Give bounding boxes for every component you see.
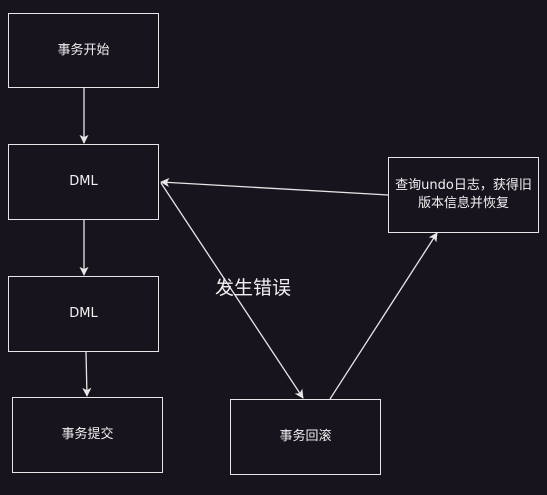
node-transaction-commit[interactable]: 事务提交 [12, 397, 163, 473]
node-transaction-rollback[interactable]: 事务回滚 [230, 399, 381, 475]
node-query-undo-log-label: 查询undo日志，获得旧版本信息并恢复 [395, 178, 532, 211]
node-dml-1-label: DML [69, 174, 98, 189]
edge-undo-to-dml1 [160, 177, 389, 196]
node-dml-2[interactable]: DML [8, 276, 159, 352]
edge-dml2-to-commit [82, 351, 92, 397]
edge-rollback-to-undo [329, 232, 438, 400]
edge-dml1-to-rollback [160, 182, 304, 399]
node-transaction-start-label: 事务开始 [57, 42, 110, 58]
node-transaction-rollback-label: 事务回滚 [279, 429, 332, 444]
node-dml-2-label: DML [69, 306, 98, 321]
node-dml-1[interactable]: DML [8, 144, 159, 220]
edge-label-error: 发生错误 [215, 277, 292, 299]
node-transaction-start[interactable]: 事务开始 [8, 13, 159, 88]
node-transaction-commit-label: 事务提交 [61, 427, 114, 442]
node-query-undo-log[interactable]: 查询undo日志，获得旧版本信息并恢复 [388, 157, 539, 233]
